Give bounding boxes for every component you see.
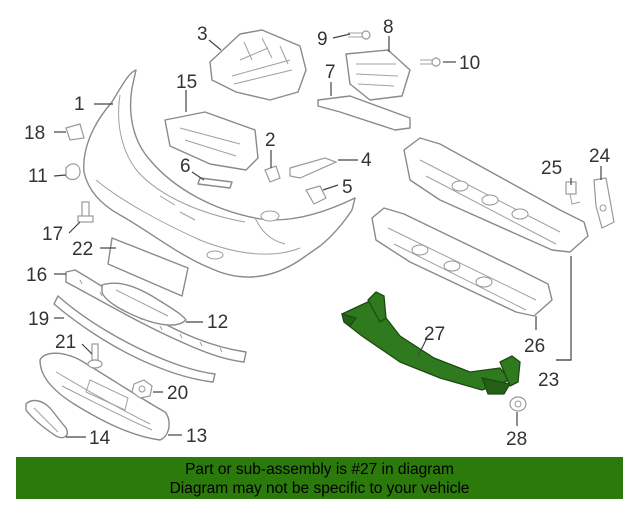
callout-16: 16 bbox=[26, 265, 47, 286]
leader-lines bbox=[53, 33, 602, 438]
callout-15: 15 bbox=[176, 72, 197, 93]
callout-17: 17 bbox=[42, 224, 63, 245]
callout-14: 14 bbox=[89, 428, 111, 449]
clip-18 bbox=[65, 123, 85, 141]
trim-14 bbox=[25, 399, 68, 439]
callout-2: 2 bbox=[265, 130, 276, 151]
nut-20 bbox=[131, 379, 153, 399]
callout-22: 22 bbox=[72, 239, 93, 260]
callout-9: 9 bbox=[317, 29, 328, 50]
callout-labels: 1 2 3 4 5 6 7 8 9 10 11 12 13 14 15 16 1… bbox=[24, 17, 611, 450]
grille-12 bbox=[101, 282, 187, 326]
bracket-24 bbox=[593, 177, 615, 229]
reinforcement-bar-27[interactable] bbox=[341, 291, 521, 395]
grille-13 bbox=[39, 352, 170, 441]
callout-23: 23 bbox=[538, 370, 559, 391]
clip-11 bbox=[65, 163, 81, 181]
banner-line-1: Part or sub-assembly is #27 in diagram bbox=[185, 461, 454, 478]
callout-27: 27 bbox=[424, 324, 445, 345]
callout-21: 21 bbox=[55, 332, 76, 353]
callout-25: 25 bbox=[541, 158, 562, 179]
bracket-8 bbox=[345, 49, 411, 101]
callout-3: 3 bbox=[197, 24, 208, 45]
bolt-9 bbox=[348, 30, 371, 40]
parts-diagram: 1 2 3 4 5 6 7 8 9 10 11 12 13 14 15 16 1… bbox=[24, 17, 615, 450]
strip-6 bbox=[197, 177, 233, 189]
bumper-cover bbox=[83, 69, 356, 278]
bolt-21 bbox=[87, 343, 103, 369]
callout-5: 5 bbox=[342, 177, 353, 198]
screw-17 bbox=[77, 201, 94, 223]
callout-26: 26 bbox=[524, 336, 545, 357]
grille-bracket-upper bbox=[209, 29, 307, 101]
callout-4: 4 bbox=[361, 150, 372, 171]
callout-7: 7 bbox=[325, 62, 336, 83]
callout-12: 12 bbox=[207, 312, 228, 333]
banner-line-2: Diagram may not be specific to your vehi… bbox=[169, 480, 470, 497]
info-banner: Part or sub-assembly is #27 in diagram D… bbox=[16, 457, 623, 499]
callout-20: 20 bbox=[167, 383, 188, 404]
trim-strip-7 bbox=[317, 95, 411, 131]
callout-10: 10 bbox=[459, 53, 480, 74]
plate-22 bbox=[107, 237, 189, 297]
callout-1: 1 bbox=[74, 94, 85, 115]
clip-5 bbox=[305, 185, 327, 205]
absorber-upper bbox=[403, 137, 589, 253]
absorber-lower bbox=[371, 207, 553, 317]
callout-8: 8 bbox=[383, 17, 394, 38]
clip-28 bbox=[509, 396, 527, 412]
bracket-4 bbox=[289, 157, 338, 179]
bolt-10 bbox=[420, 57, 441, 67]
callout-11: 11 bbox=[28, 166, 48, 187]
bolt-25 bbox=[565, 181, 581, 205]
callout-13: 13 bbox=[186, 426, 207, 447]
callout-28: 28 bbox=[506, 429, 527, 450]
bracket-15 bbox=[164, 111, 259, 171]
callout-6: 6 bbox=[180, 156, 191, 177]
callout-24: 24 bbox=[589, 146, 611, 167]
clip-2 bbox=[264, 165, 281, 183]
strip-19 bbox=[53, 295, 216, 383]
callout-19: 19 bbox=[28, 309, 49, 330]
callout-18: 18 bbox=[24, 123, 45, 144]
